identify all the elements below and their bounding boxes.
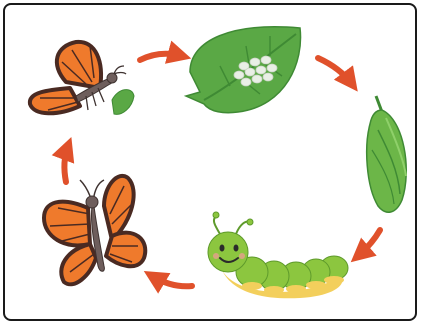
leaf-with-eggs-icon xyxy=(186,27,301,113)
caterpillar-icon xyxy=(208,212,348,298)
arrow-butterfly-to-eggs xyxy=(140,54,182,60)
butterfly-wings-folded-icon xyxy=(44,176,145,284)
arrow-caterpillar-to-butterfly xyxy=(152,276,192,286)
butterfly-on-leaf-icon xyxy=(30,42,134,114)
arrow-butterfly-up xyxy=(64,146,68,182)
chrysalis-icon xyxy=(367,96,407,212)
arrow-eggs-to-chrysalis xyxy=(318,58,352,84)
arrow-chrysalis-to-caterpillar xyxy=(358,230,380,256)
